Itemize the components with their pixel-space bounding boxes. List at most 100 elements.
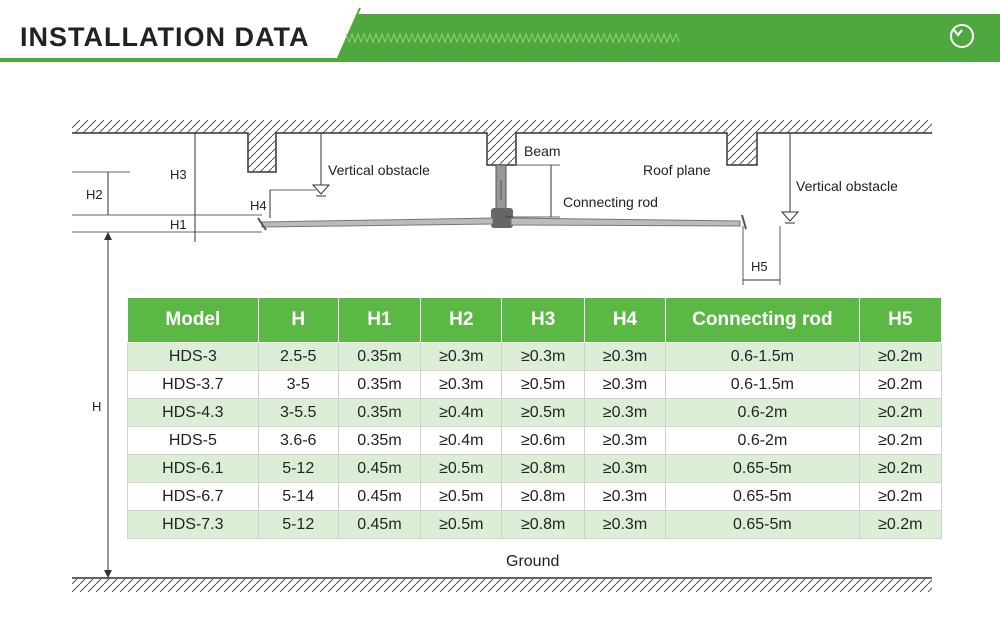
cell-h2: ≥0.3m <box>420 342 503 371</box>
header-banner: INSTALLATION DATA <box>0 0 1000 70</box>
vertical-obstacle-right-label: Vertical obstacle <box>796 178 898 194</box>
cell-model: HDS-3 <box>127 342 259 371</box>
cell-h5: ≥0.2m <box>858 454 943 483</box>
cell-h1: 0.45m <box>337 482 422 511</box>
cell-h2: ≥0.4m <box>420 426 503 455</box>
beam-left <box>248 133 276 172</box>
cell-h: 3-5 <box>257 370 339 399</box>
cell-h3: ≥0.8m <box>501 510 585 539</box>
header-background <box>0 7 1000 62</box>
cell-h: 5-12 <box>257 510 339 539</box>
table-row: HDS-4.3 3-5.5 0.35m ≥0.4m ≥0.5m ≥0.3m 0.… <box>127 398 943 427</box>
cell-h: 3-5.5 <box>257 398 339 427</box>
cell-model: HDS-6.1 <box>127 454 259 483</box>
dim-h2-label: H2 <box>86 187 103 202</box>
cell-h1: 0.45m <box>337 510 422 539</box>
vertical-obstacle-left-label: Vertical obstacle <box>328 162 430 178</box>
cell-model: HDS-7.3 <box>127 510 259 539</box>
cell-h: 3.6-6 <box>257 426 339 455</box>
dim-h4-label: H4 <box>250 198 267 213</box>
column-header-h2: H2 <box>420 297 503 343</box>
cell-h4: ≥0.3m <box>583 426 667 455</box>
cell-h2: ≥0.5m <box>420 510 503 539</box>
table-row: HDS-5 3.6-6 0.35m ≥0.4m ≥0.6m ≥0.3m 0.6-… <box>127 426 943 455</box>
beam-center <box>487 133 516 165</box>
vertical-obstacle-left-icon <box>311 184 331 195</box>
ceiling-hatch <box>72 120 932 133</box>
beam-right <box>727 133 757 165</box>
cell-h1: 0.35m <box>337 370 422 399</box>
cell-connecting-rod: 0.65-5m <box>665 510 860 539</box>
cell-h5: ≥0.2m <box>858 398 943 427</box>
cell-h4: ≥0.3m <box>583 510 667 539</box>
cell-connecting-rod: 0.65-5m <box>665 454 860 483</box>
cell-h5: ≥0.2m <box>858 482 943 511</box>
cell-h1: 0.35m <box>337 398 422 427</box>
cell-h3: ≥0.5m <box>501 398 585 427</box>
table-row: HDS-7.3 5-12 0.45m ≥0.5m ≥0.8m ≥0.3m 0.6… <box>127 510 943 539</box>
beam-label: Beam <box>524 143 561 159</box>
cell-h4: ≥0.3m <box>583 342 667 371</box>
check-circle-icon[interactable] <box>950 24 974 48</box>
table-row: HDS-3 2.5-5 0.35m ≥0.3m ≥0.3m ≥0.3m 0.6-… <box>127 342 943 371</box>
dim-h1-label: H1 <box>170 217 187 232</box>
cell-h3: ≥0.6m <box>501 426 585 455</box>
cell-h2: ≥0.5m <box>420 482 503 511</box>
cell-h3: ≥0.5m <box>501 370 585 399</box>
column-header-h3: H3 <box>501 297 585 343</box>
cell-h3: ≥0.8m <box>501 454 585 483</box>
cell-h4: ≥0.3m <box>583 482 667 511</box>
cell-connecting-rod: 0.6-1.5m <box>665 342 860 371</box>
cell-h5: ≥0.2m <box>858 370 943 399</box>
cell-h2: ≥0.4m <box>420 398 503 427</box>
cell-h4: ≥0.3m <box>583 370 667 399</box>
ground-hatch <box>72 579 932 592</box>
cell-h3: ≥0.3m <box>501 342 585 371</box>
cell-h1: 0.35m <box>337 342 422 371</box>
cell-model: HDS-3.7 <box>127 370 259 399</box>
cell-connecting-rod: 0.6-2m <box>665 398 860 427</box>
fan-blade-right <box>510 217 741 227</box>
cell-h: 2.5-5 <box>257 342 339 371</box>
fan-motor <box>491 208 513 228</box>
page-title: INSTALLATION DATA <box>20 22 310 52</box>
cell-h5: ≥0.2m <box>858 342 943 371</box>
column-header-model: Model <box>127 297 259 343</box>
cell-h2: ≥0.3m <box>420 370 503 399</box>
cell-h1: 0.35m <box>337 426 422 455</box>
cell-model: HDS-4.3 <box>127 398 259 427</box>
table-header-row: Model H H1 H2 H3 H4 Connecting rod H5 <box>127 297 943 343</box>
installation-spec-table: Model H H1 H2 H3 H4 Connecting rod H5 HD… <box>127 297 943 539</box>
vertical-obstacle-right-icon <box>780 211 800 222</box>
cell-connecting-rod: 0.65-5m <box>665 482 860 511</box>
cell-h1: 0.45m <box>337 454 422 483</box>
cell-h: 5-12 <box>257 454 339 483</box>
connecting-rod-label: Connecting rod <box>563 194 658 210</box>
column-header-h: H <box>257 297 339 343</box>
column-header-h5: H5 <box>858 297 943 343</box>
roof-plane-label: Roof plane <box>643 162 711 178</box>
cell-h3: ≥0.8m <box>501 482 585 511</box>
fan-blade-left <box>261 217 494 228</box>
dim-h3-label: H3 <box>170 167 187 182</box>
cell-model: HDS-6.7 <box>127 482 259 511</box>
column-header-connecting-rod: Connecting rod <box>665 297 860 343</box>
dim-h-label: H <box>92 399 102 414</box>
cell-connecting-rod: 0.6-1.5m <box>665 370 860 399</box>
cell-h5: ≥0.2m <box>858 426 943 455</box>
cell-h: 5-14 <box>257 482 339 511</box>
table-row: HDS-6.1 5-12 0.45m ≥0.5m ≥0.8m ≥0.3m 0.6… <box>127 454 943 483</box>
ground-label: Ground <box>506 553 560 570</box>
table-row: HDS-6.7 5-14 0.45m ≥0.5m ≥0.8m ≥0.3m 0.6… <box>127 482 943 511</box>
column-header-h1: H1 <box>337 297 422 343</box>
cell-h5: ≥0.2m <box>858 510 943 539</box>
cell-connecting-rod: 0.6-2m <box>665 426 860 455</box>
cell-h2: ≥0.5m <box>420 454 503 483</box>
cell-h4: ≥0.3m <box>583 398 667 427</box>
cell-model: HDS-5 <box>127 426 259 455</box>
dim-h5-label: H5 <box>751 259 768 274</box>
table-row: HDS-3.7 3-5 0.35m ≥0.3m ≥0.5m ≥0.3m 0.6-… <box>127 370 943 399</box>
cell-h4: ≥0.3m <box>583 454 667 483</box>
column-header-h4: H4 <box>583 297 667 343</box>
